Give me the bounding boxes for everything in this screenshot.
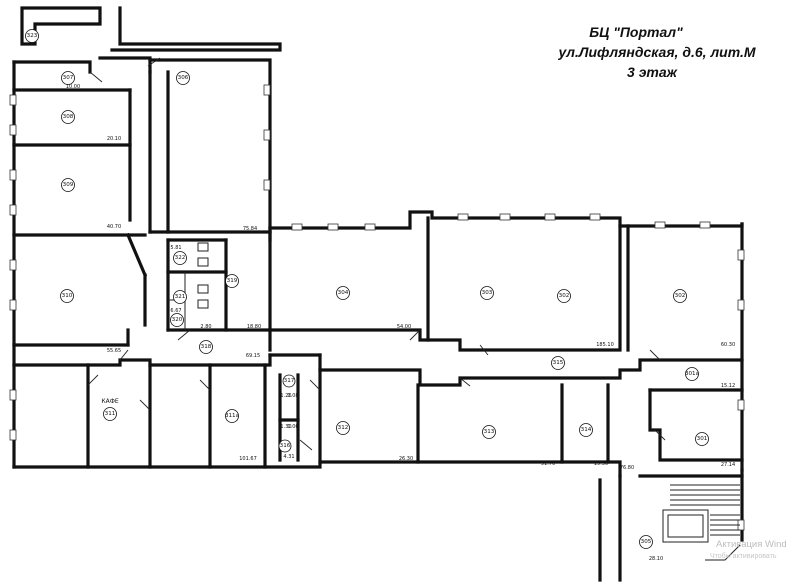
room-315: 315 [551, 356, 565, 370]
activation-watermark-line1: Активация Wind [716, 539, 787, 550]
svg-text:302: 302 [559, 293, 570, 299]
svg-text:318: 318 [201, 344, 212, 350]
room-312: 312 [336, 421, 350, 435]
area-304: 54.00 [397, 324, 411, 330]
svg-text:321: 321 [175, 294, 186, 300]
svg-text:315: 315 [553, 360, 564, 366]
room-321: 321 [173, 290, 187, 304]
area-316a: 1.30 [280, 424, 291, 430]
title-line-1: БЦ "Портал" [589, 24, 683, 40]
area-321: 6.67 [170, 308, 181, 314]
room-311: 311 [103, 407, 117, 421]
area-307: 10.00 [66, 84, 80, 90]
area-305: 28.10 [649, 556, 663, 562]
svg-text:311a: 311a [225, 413, 239, 419]
svg-text:323: 323 [27, 33, 38, 39]
area-316: 4.31 [283, 454, 294, 460]
room-322: 322 [173, 251, 187, 265]
room-302a: 302 [557, 289, 571, 303]
area-303: 185.10 [596, 342, 614, 348]
area-322: 5.81 [170, 245, 181, 251]
room-323: 323 [25, 29, 39, 43]
room-316: 316 [278, 439, 292, 453]
svg-text:302: 302 [675, 293, 686, 299]
room-labels: 323 307 306 308 309 322 321 320 319 310 … [25, 29, 709, 549]
room-320: 320 [170, 313, 184, 327]
room-301: 301 [695, 432, 709, 446]
title-line-3: 3 этаж [627, 64, 678, 80]
room-305: 305 [639, 535, 653, 549]
svg-text:314: 314 [581, 427, 592, 433]
area-301a: 15.12 [721, 383, 735, 389]
room-301a: 301a [685, 367, 699, 381]
room-303: 303 [480, 286, 494, 300]
outer-walls [12, 6, 744, 582]
room-313: 313 [482, 425, 496, 439]
svg-text:313: 313 [484, 429, 495, 435]
doors [87, 57, 666, 451]
area-314: 19.30 [594, 461, 608, 467]
area-317a: 1.26 [280, 393, 291, 399]
svg-text:310: 310 [62, 293, 73, 299]
svg-text:301a: 301a [685, 371, 699, 377]
svg-text:312: 312 [338, 425, 349, 431]
inner-walls [12, 70, 744, 469]
area-318: 69.15 [246, 353, 260, 359]
area-302: 60.30 [721, 342, 735, 348]
room-306: 306 [176, 71, 190, 85]
area-311a: 101.67 [239, 456, 257, 462]
area-310: 55.65 [107, 348, 121, 354]
room-307: 307 [61, 71, 75, 85]
area-306: 75.84 [243, 226, 257, 232]
svg-text:309: 309 [63, 182, 74, 188]
svg-text:311: 311 [105, 411, 116, 417]
area-labels: 10.00 20.10 75.84 40.70 5.81 6.67 2.80 1… [66, 84, 735, 562]
area-315: 76.80 [620, 465, 634, 471]
area-301: 27.14 [721, 462, 735, 468]
area-317b: 1.08 [287, 393, 298, 399]
room-318: 318 [199, 340, 213, 354]
area-309: 40.70 [107, 224, 121, 230]
svg-text:316: 316 [280, 443, 291, 449]
room-319: 319 [225, 274, 239, 288]
svg-text:317: 317 [284, 378, 295, 384]
staircase [662, 484, 741, 561]
svg-text:322: 322 [175, 255, 186, 261]
room-310: 310 [60, 289, 74, 303]
room-309: 309 [61, 178, 75, 192]
room-308: 308 [61, 110, 75, 124]
room-311a: 311a [225, 409, 239, 423]
room-314: 314 [579, 423, 593, 437]
svg-text:305: 305 [641, 539, 652, 545]
svg-text:308: 308 [63, 114, 74, 120]
cafe-label: КАФЕ [101, 398, 119, 405]
area-312: 26.30 [399, 456, 413, 462]
svg-text:303: 303 [482, 290, 493, 296]
area-308: 20.10 [107, 136, 121, 142]
room-317: 317 [282, 374, 296, 388]
room-304: 304 [336, 286, 350, 300]
svg-text:304: 304 [338, 290, 349, 296]
windows [9, 84, 745, 531]
title-line-2: ул.Лифляндская, д.6, лит.М [557, 44, 755, 60]
area-320: 2.80 [200, 324, 211, 330]
svg-text:307: 307 [63, 75, 74, 81]
svg-text:320: 320 [172, 317, 183, 323]
activation-watermark-line2: Чтобы активировать [710, 552, 777, 560]
room-302b: 302 [673, 289, 687, 303]
area-319: 18.80 [247, 324, 261, 330]
area-316b: 1.06 [287, 424, 298, 430]
svg-text:319: 319 [227, 278, 238, 284]
area-313: 51.76 [541, 461, 555, 467]
svg-text:306: 306 [178, 75, 189, 81]
svg-text:301: 301 [697, 436, 708, 442]
